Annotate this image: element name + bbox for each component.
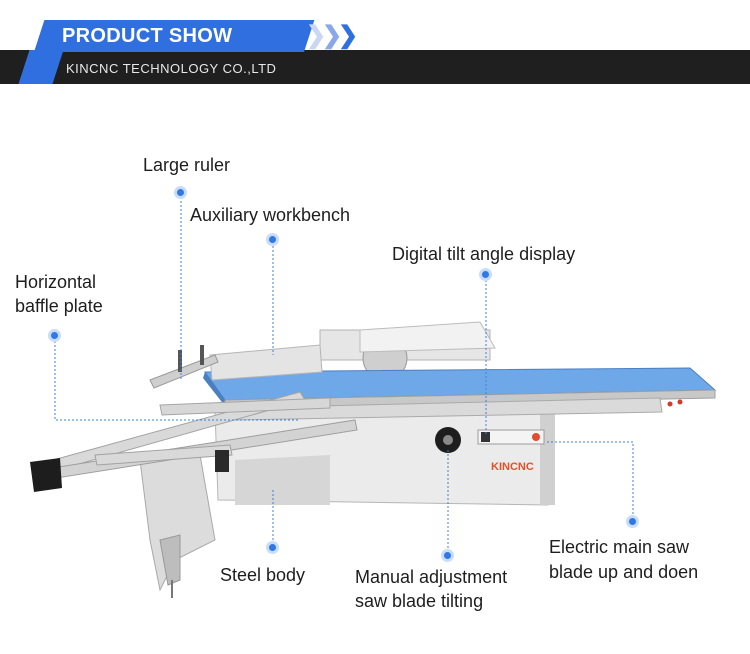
label-manual-adjustment-line1: Manual adjustment: [355, 567, 508, 587]
label-horizontal-baffle-line2: baffle plate: [15, 296, 103, 316]
page-title: PRODUCT SHOW: [62, 25, 233, 47]
label-manual-adjustment-line2: saw blade tilting: [355, 591, 484, 611]
callout-dot-large-ruler: [177, 189, 184, 196]
machine-brand-label: KINCNC: [491, 461, 534, 473]
label-auxiliary-workbench: Auxiliary workbench: [190, 205, 351, 225]
company-name: KINCNC TECHNOLOGY CO.,LTD: [66, 61, 277, 76]
callout-dot-horizontal-baffle: [51, 332, 58, 339]
label-electric-saw-line1: Electric main saw: [549, 537, 690, 557]
callout-dot-steel-body: [269, 544, 276, 551]
label-horizontal-baffle-line1: Horizontal: [15, 272, 97, 292]
header-bar: [0, 50, 750, 84]
callout-dot-auxiliary-workbench: [269, 236, 276, 243]
label-electric-saw-line2: blade up and doen: [549, 562, 699, 582]
label-digital-tilt: Digital tilt angle display: [392, 244, 576, 264]
callout-dot-manual-adjustment: [444, 552, 451, 559]
label-large-ruler: Large ruler: [143, 155, 231, 175]
callout-dot-digital-tilt: [482, 271, 489, 278]
label-steel-body: Steel body: [220, 565, 306, 585]
callout-dot-electric-saw: [629, 518, 636, 525]
